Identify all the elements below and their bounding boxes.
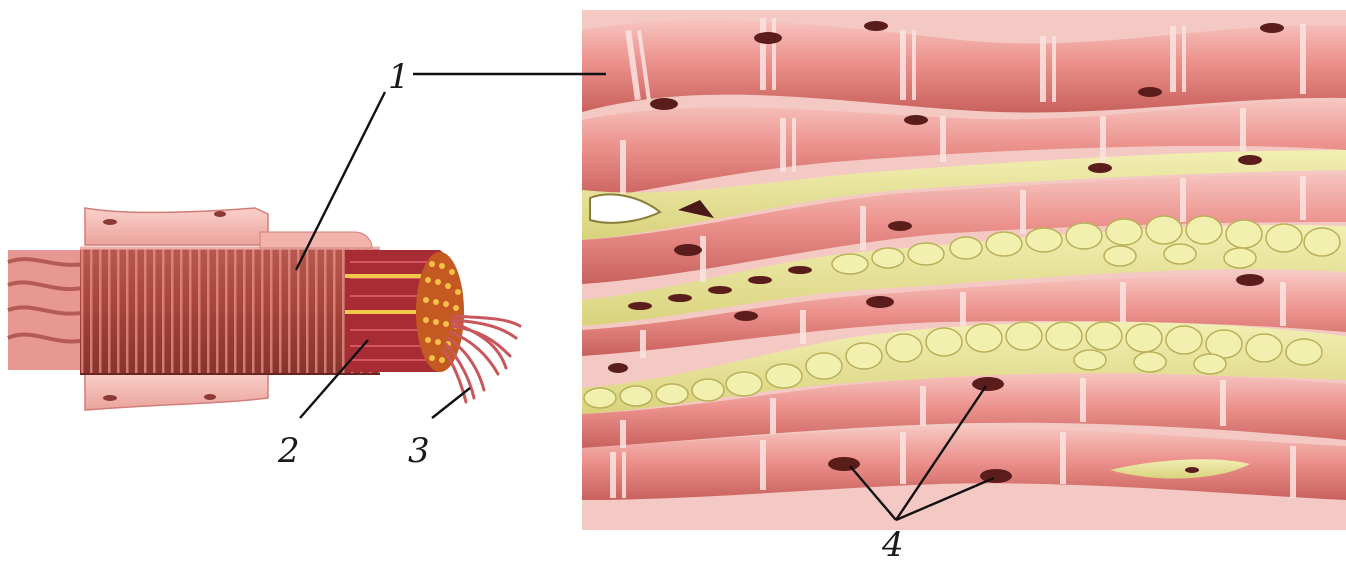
label-1: 1 [388,57,410,97]
fibre-body [80,248,380,374]
leader-3 [432,388,470,418]
muscle-tissue-bundle [582,10,1346,530]
muscle-fibre-cutaway [8,208,520,410]
label-3: 3 [408,431,430,471]
label-2: 2 [277,431,300,471]
sheath-lower [85,372,268,410]
sheath-upper [85,208,268,245]
label-4: 4 [881,525,904,562]
